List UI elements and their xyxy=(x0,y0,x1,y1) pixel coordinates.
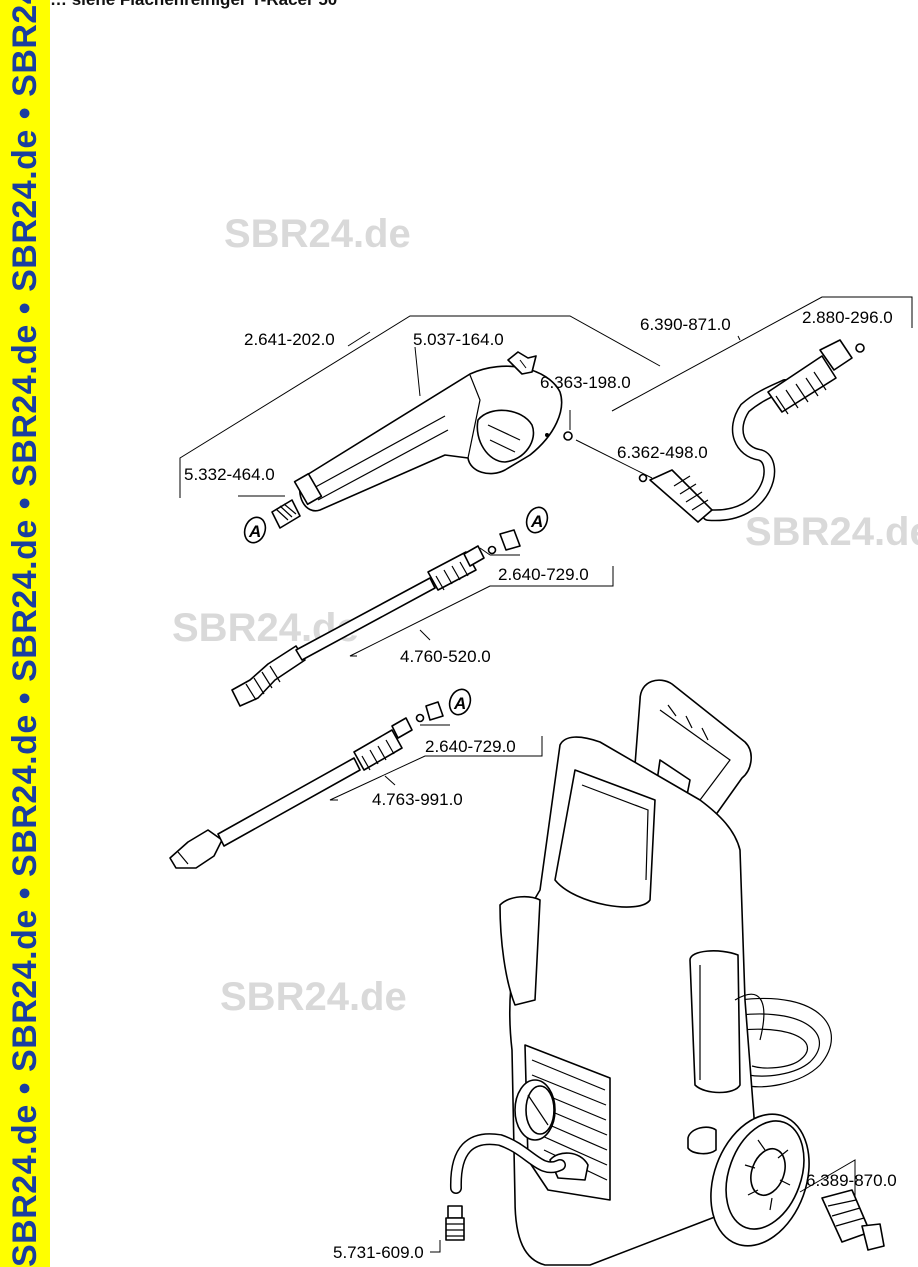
lance-rotary xyxy=(169,701,543,869)
svg-text:A: A xyxy=(530,512,543,531)
gun-assembly-bracket xyxy=(179,315,661,498)
callout-a-badge: A xyxy=(525,506,549,534)
clip xyxy=(507,351,537,375)
part-number: 6.389-870.0 xyxy=(806,1171,897,1190)
part-number-labels: 2.641-202.0 5.037-164.0 6.363-198.0 6.39… xyxy=(184,308,897,1262)
watermark: SBR24.de xyxy=(224,212,411,256)
lance-fan xyxy=(231,529,614,707)
part-number: 6.363-198.0 xyxy=(540,373,631,392)
part-number: 5.037-164.0 xyxy=(413,330,504,349)
part-number: 2.640-729.0 xyxy=(425,737,516,756)
part-number: 5.332-464.0 xyxy=(184,465,275,484)
spring xyxy=(238,495,301,529)
high-pressure-hose xyxy=(611,296,913,523)
callout-a-badge: A xyxy=(243,516,267,544)
spray-gun xyxy=(293,365,563,512)
part-number: 2.641-202.0 xyxy=(244,330,335,349)
part-number: 6.390-871.0 xyxy=(640,315,731,334)
svg-text:A: A xyxy=(453,694,466,713)
pressure-washer-body xyxy=(499,679,885,1266)
part-number: 2.640-729.0 xyxy=(498,565,589,584)
watermark-band-text: SBR24.de • SBR24.de • SBR24.de • SBR24.d… xyxy=(6,0,44,1267)
watermark: SBR24.de xyxy=(220,975,407,1019)
suction-hose xyxy=(430,1133,566,1253)
callout-a-badge: A xyxy=(448,688,472,716)
part-number: 4.763-991.0 xyxy=(372,790,463,809)
part-number: 6.362-498.0 xyxy=(617,443,708,462)
watermark: SBR24.de xyxy=(745,510,918,554)
part-number: 2.880-296.0 xyxy=(802,308,893,327)
svg-text:A: A xyxy=(248,522,261,541)
part-number: 5.731-609.0 xyxy=(333,1243,424,1262)
part-number: 4.760-520.0 xyxy=(400,647,491,666)
watermark-band: SBR24.de • SBR24.de • SBR24.de • SBR24.d… xyxy=(0,0,50,1267)
header-text: … siehe Flächenreiniger T-Racer 50 xyxy=(50,0,337,10)
o-ring xyxy=(563,410,653,479)
